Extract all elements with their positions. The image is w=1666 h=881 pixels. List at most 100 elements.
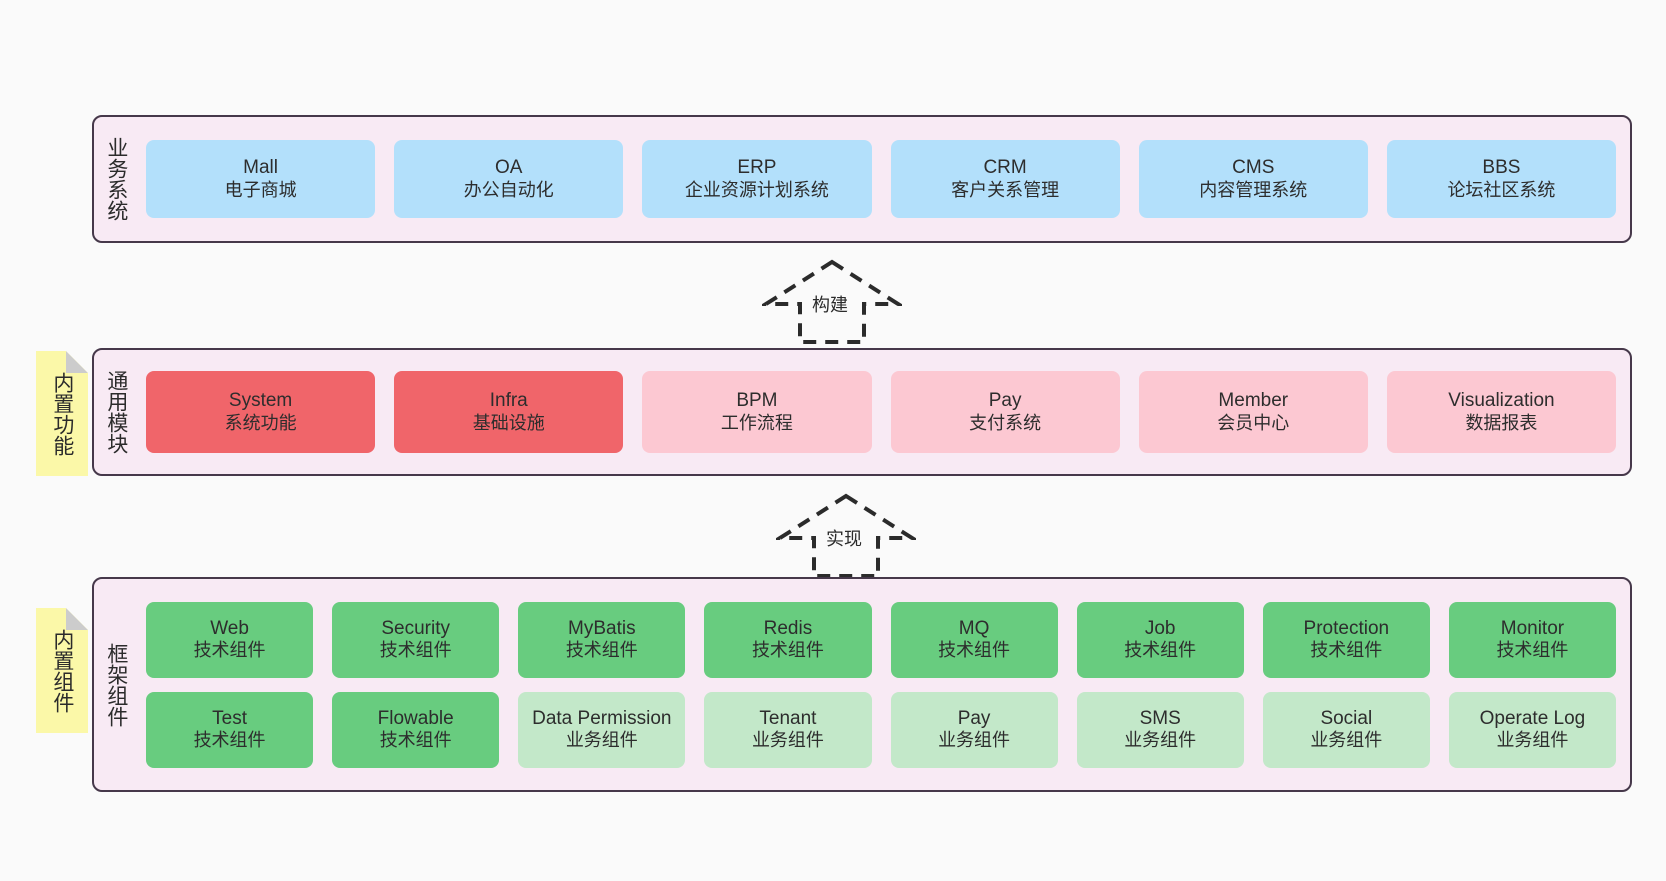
note-builtin-components: 内置组件 <box>36 608 88 733</box>
card-subtitle: 电子商城 <box>224 179 297 200</box>
layer-title-modules: 通用模块 <box>104 370 128 454</box>
card-title: Web <box>210 617 249 639</box>
card-subtitle: 会员中心 <box>1217 412 1290 433</box>
card-subtitle: 论坛社区系统 <box>1447 179 1556 200</box>
card-title: Tenant <box>759 707 817 729</box>
card-title: Social <box>1320 707 1373 729</box>
card-title: Job <box>1144 617 1176 639</box>
card-title: Infra <box>489 390 528 412</box>
card-subtitle: 技术组件 <box>193 730 266 751</box>
card-title: Operate Log <box>1479 707 1586 729</box>
card-title: Test <box>212 707 247 729</box>
card-subtitle: 数据报表 <box>1465 412 1538 433</box>
card-subtitle: 内容管理系统 <box>1199 179 1308 200</box>
card-title: Pay <box>957 707 991 729</box>
card-subtitle: 客户关系管理 <box>951 179 1060 200</box>
card-subtitle: 技术组件 <box>193 640 266 661</box>
connector-label-implement: 实现 <box>826 529 862 549</box>
note-label-builtin-functions: 内置功能 <box>50 371 74 456</box>
card-title: Redis <box>763 617 813 639</box>
card-title: CMS <box>1232 157 1275 179</box>
card-title: MQ <box>958 617 990 639</box>
connector-label-build: 构建 <box>812 295 848 315</box>
note-fold-corner-icon <box>66 351 88 373</box>
card-subtitle: 企业资源计划系统 <box>684 179 829 200</box>
card-subtitle: 支付系统 <box>969 412 1042 433</box>
card-subtitle: 技术组件 <box>1496 640 1569 661</box>
card-subtitle: 技术组件 <box>379 730 452 751</box>
card-title: MyBatis <box>568 617 636 639</box>
card-title: CRM <box>983 157 1027 179</box>
card-title: Member <box>1218 390 1289 412</box>
card-subtitle: 技术组件 <box>751 640 824 661</box>
card-title: Security <box>381 617 450 639</box>
card-subtitle: 办公自动化 <box>463 179 554 200</box>
card-subtitle: 技术组件 <box>1124 640 1197 661</box>
layer-title-business: 业务系统 <box>104 137 128 221</box>
card-title: ERP <box>737 157 777 179</box>
card-subtitle: 业务组件 <box>751 730 824 751</box>
note-label-builtin-components: 内置组件 <box>50 628 74 713</box>
card-title: Mall <box>243 157 278 179</box>
card-title: BPM <box>736 390 778 412</box>
card-subtitle: 业务组件 <box>1310 730 1383 751</box>
card-subtitle: 业务组件 <box>938 730 1011 751</box>
card-subtitle: 技术组件 <box>565 640 638 661</box>
card-title: Data Permission <box>532 707 672 729</box>
card-title: Monitor <box>1500 617 1565 639</box>
card-title: Flowable <box>377 707 454 729</box>
card-title: OA <box>495 157 523 179</box>
card-subtitle: 业务组件 <box>1496 730 1569 751</box>
card-subtitle: 工作流程 <box>720 412 793 433</box>
card-subtitle: 基础设施 <box>472 412 545 433</box>
note-fold-corner-icon <box>66 608 88 630</box>
card-title: System <box>228 390 293 412</box>
card-title: SMS <box>1139 707 1181 729</box>
card-subtitle: 系统功能 <box>224 412 297 433</box>
card-subtitle: 业务组件 <box>1124 730 1197 751</box>
note-builtin-functions: 内置功能 <box>36 351 88 476</box>
card-title: BBS <box>1482 157 1521 179</box>
layer-title-framework: 框架组件 <box>104 642 128 727</box>
card-title: Pay <box>988 390 1022 412</box>
card-subtitle: 业务组件 <box>565 730 638 751</box>
card-subtitle: 技术组件 <box>1310 640 1383 661</box>
card-title: Protection <box>1303 617 1390 639</box>
card-title: Visualization <box>1448 390 1555 412</box>
